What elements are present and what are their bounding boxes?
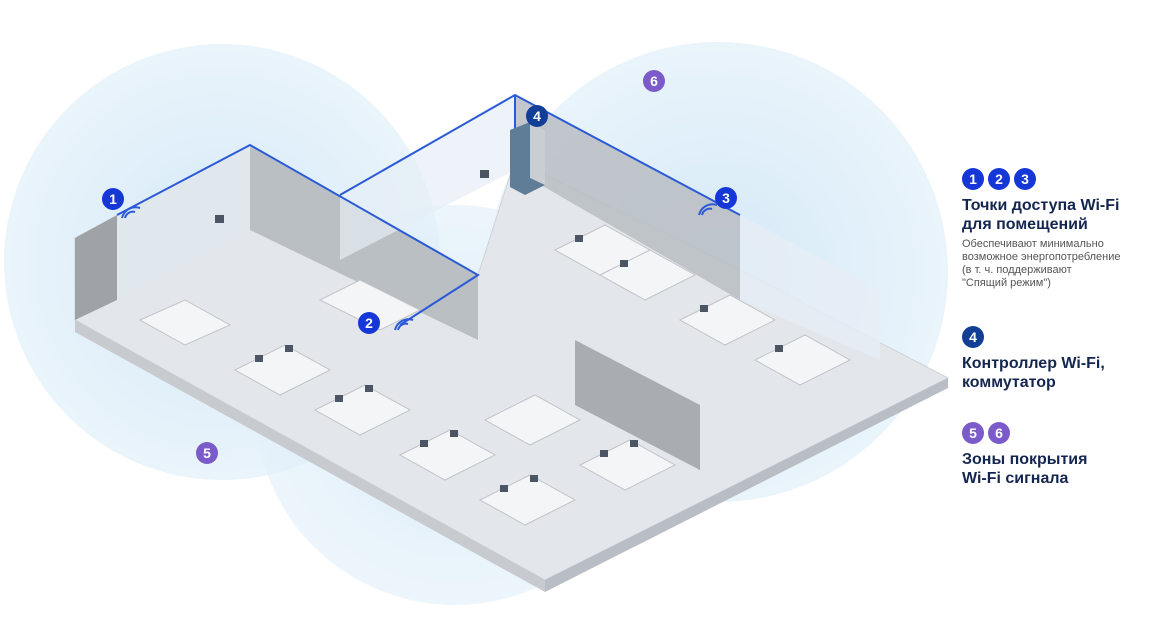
left-wall xyxy=(75,215,117,320)
wifi-signal-icons xyxy=(121,203,718,331)
zone-6-badge: 6 xyxy=(643,70,665,92)
controller-badge: 4 xyxy=(526,105,548,127)
legend-access-points: 1 2 3 Точки доступа Wi-Fi для помещений О… xyxy=(962,168,1152,290)
legend-controller: 4 Контроллер Wi-Fi, коммутатор xyxy=(962,326,1152,392)
server-rack-side xyxy=(530,122,545,185)
legend-badge-1: 1 xyxy=(962,168,984,190)
network-cable xyxy=(116,143,480,326)
back-wall-left xyxy=(117,145,250,300)
legend-zones-title-1: Зоны покрытия xyxy=(962,451,1088,468)
desk-clusters xyxy=(138,224,852,526)
legend-badge-3: 3 xyxy=(1014,168,1036,190)
legend-ap-title-1: Точки доступа Wi-Fi xyxy=(962,197,1120,214)
floor-edge xyxy=(75,320,545,592)
legend-badge-5: 5 xyxy=(962,422,984,444)
legend-ap-desc-2: возможное энергопотребление xyxy=(962,251,1121,263)
zone-5-badge: 5 xyxy=(196,442,218,464)
legend-zones-title-2: Wi-Fi сигнала xyxy=(962,470,1069,487)
access-point-2-badge: 2 xyxy=(358,312,380,334)
legend-badge-2: 2 xyxy=(988,168,1010,190)
access-point-3-badge: 3 xyxy=(715,187,737,209)
legend-badge-6: 6 xyxy=(988,422,1010,444)
floor-edge-right xyxy=(545,378,948,592)
legend-controller-title-2: коммутатор xyxy=(962,374,1056,391)
legend-ap-title-2: для помещений xyxy=(962,216,1088,233)
access-point-1-badge: 1 xyxy=(102,188,124,210)
back-wall-right xyxy=(340,95,515,260)
legend-controller-title-1: Контроллер Wi-Fi, xyxy=(962,355,1105,372)
legend-ap-desc-3: (в т. ч. поддерживают xyxy=(962,264,1072,276)
legend-badge-4: 4 xyxy=(962,326,984,348)
right-back-wall xyxy=(515,95,740,300)
right-window-wall xyxy=(740,215,880,360)
partition-wall xyxy=(575,340,700,470)
monitors xyxy=(215,170,783,492)
legend-ap-desc-1: Обеспечивают минимально xyxy=(962,238,1104,250)
legend-ap-desc-4: "Спящий режим") xyxy=(962,277,1051,289)
